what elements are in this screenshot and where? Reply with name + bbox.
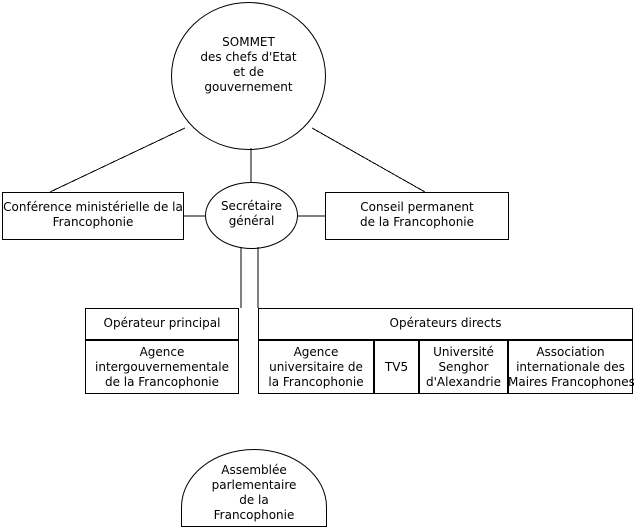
table-cell-association-maires-francophones[interactable] — [508, 340, 633, 394]
table-header-operateurs-directs[interactable] — [258, 308, 633, 340]
secretaire-general-ellipse[interactable] — [205, 182, 298, 249]
connector-summit-to-conference — [49, 127, 186, 193]
conseil-permanent-box[interactable] — [325, 192, 509, 240]
connector-summit-to-council — [311, 127, 426, 193]
summit-circle[interactable] — [171, 2, 326, 150]
table-cell-agence-universitaire[interactable] — [258, 340, 374, 394]
table-cell-tv5[interactable] — [374, 340, 419, 394]
table-header-operateur-principal[interactable] — [85, 308, 239, 340]
table-cell-universite-senghor[interactable] — [419, 340, 508, 394]
conference-ministerielle-box[interactable] — [2, 192, 184, 240]
table-cell-agence-intergouvernementale[interactable] — [85, 340, 239, 394]
